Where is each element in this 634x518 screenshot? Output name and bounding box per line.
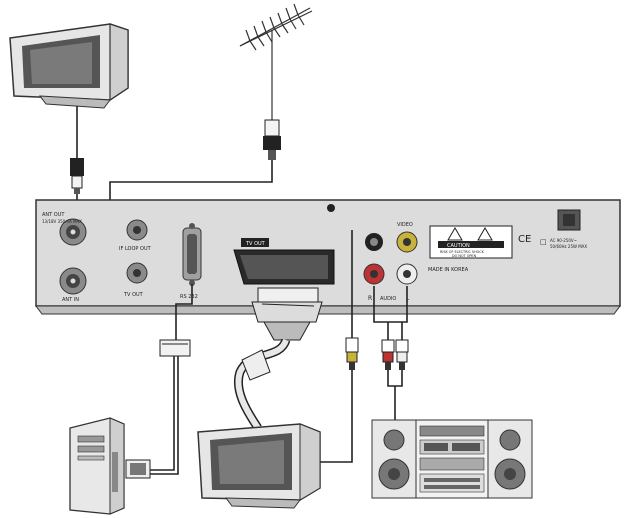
ant-in-label: ANT IN bbox=[62, 297, 79, 303]
receiver-back-panel: ANT OUT 13/18V 350mA MAX ANT IN IF LOOP … bbox=[35, 199, 621, 315]
made-in-label: MADE IN KOREA bbox=[428, 267, 469, 273]
audio-r-marker: R bbox=[368, 295, 372, 302]
hifi-stereo bbox=[371, 419, 533, 499]
if-loop-out-label: IF LOOP OUT bbox=[119, 246, 152, 252]
double-insulation-mark: □ bbox=[540, 238, 547, 246]
scart-plug-tv-end bbox=[241, 349, 271, 381]
rf-plug-antenna bbox=[263, 119, 281, 160]
video-out-rca[interactable] bbox=[365, 233, 383, 251]
audio-plug-white bbox=[395, 339, 409, 370]
rs232-plug bbox=[159, 339, 191, 357]
video-plug-yellow bbox=[345, 337, 359, 370]
caution-line1: RISK OF ELECTRIC SHOCK bbox=[440, 250, 485, 254]
ant-in-connector[interactable] bbox=[59, 267, 87, 295]
audio-plug-red bbox=[381, 339, 395, 370]
audio-l-marker: L bbox=[406, 295, 410, 302]
tv-out-rf-label: TV OUT bbox=[123, 292, 144, 298]
tv-out-rf-connector[interactable] bbox=[126, 262, 148, 284]
rs232-label: RS 232 bbox=[180, 294, 198, 300]
audio-l-rca[interactable] bbox=[396, 263, 418, 285]
scart-plug bbox=[251, 287, 323, 341]
antenna bbox=[239, 3, 313, 120]
power-spec-line1: AC 90-250V~ bbox=[550, 238, 577, 243]
rf-plug-tv bbox=[70, 158, 84, 194]
ce-mark: CE bbox=[518, 234, 531, 245]
scart-label: TV OUT bbox=[245, 241, 266, 247]
power-spec-line2: 50/60Hz 25W MAX bbox=[550, 244, 587, 249]
ant-out-connector[interactable] bbox=[59, 218, 87, 246]
audio-cable bbox=[373, 286, 408, 340]
power-socket[interactable] bbox=[557, 209, 581, 231]
video-label: VIDEO bbox=[397, 222, 413, 228]
audio-label: AUDIO bbox=[380, 296, 396, 302]
pc-tower bbox=[69, 417, 151, 515]
if-loop-out-connector[interactable] bbox=[126, 219, 148, 241]
rs232-cable bbox=[150, 284, 193, 471]
tv-top-left bbox=[9, 23, 129, 109]
ant-out-spec-label: 13/18V 350mA MAX bbox=[42, 219, 82, 224]
audio-r-rca[interactable] bbox=[363, 263, 385, 285]
tv-bottom bbox=[197, 423, 321, 509]
scart-port[interactable] bbox=[233, 249, 335, 285]
caution-text: CAUTION bbox=[447, 243, 470, 249]
caution-line2: DO NOT OPEN bbox=[452, 254, 477, 258]
caution-label-box bbox=[429, 225, 513, 259]
video-rca-yellow[interactable] bbox=[396, 231, 418, 253]
rs232-port[interactable] bbox=[182, 223, 202, 286]
ant-out-label: ANT OUT bbox=[42, 212, 65, 218]
